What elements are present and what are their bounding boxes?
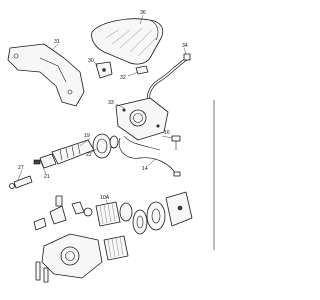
callout-10a: 10A bbox=[100, 195, 110, 201]
callout-36: 36 bbox=[140, 10, 146, 16]
leader-lines bbox=[17, 14, 187, 205]
callout-34: 34 bbox=[182, 43, 188, 49]
callout-21: 21 bbox=[44, 174, 50, 180]
flange-gasket-part bbox=[92, 133, 119, 159]
fitting-part bbox=[9, 175, 33, 189]
fuel-hose-part bbox=[135, 53, 191, 105]
callout-19: 19 bbox=[84, 133, 90, 139]
small-bracket-part bbox=[95, 61, 113, 79]
callout-32: 32 bbox=[120, 75, 126, 81]
parts-diagram: 36 31 34 32 30 33 19 22 16 14 27 21 10A bbox=[7, 10, 215, 283]
filter-element-part bbox=[95, 201, 133, 261]
callout-33: 33 bbox=[108, 100, 114, 106]
pump-cover-part bbox=[132, 191, 193, 235]
seat-cover-part bbox=[91, 18, 164, 65]
fuel-pump-part bbox=[33, 139, 95, 169]
lower-pump-assembly bbox=[33, 195, 103, 283]
pump-housing-part bbox=[115, 97, 169, 141]
left-bracket-part bbox=[7, 43, 85, 107]
callout-30: 30 bbox=[88, 58, 94, 64]
wire-harness-part bbox=[118, 135, 181, 177]
callout-31: 31 bbox=[54, 39, 60, 45]
callout-16: 16 bbox=[164, 130, 170, 136]
callout-27: 27 bbox=[18, 165, 24, 171]
callout-22: 22 bbox=[86, 152, 92, 158]
callout-14: 14 bbox=[142, 166, 148, 172]
